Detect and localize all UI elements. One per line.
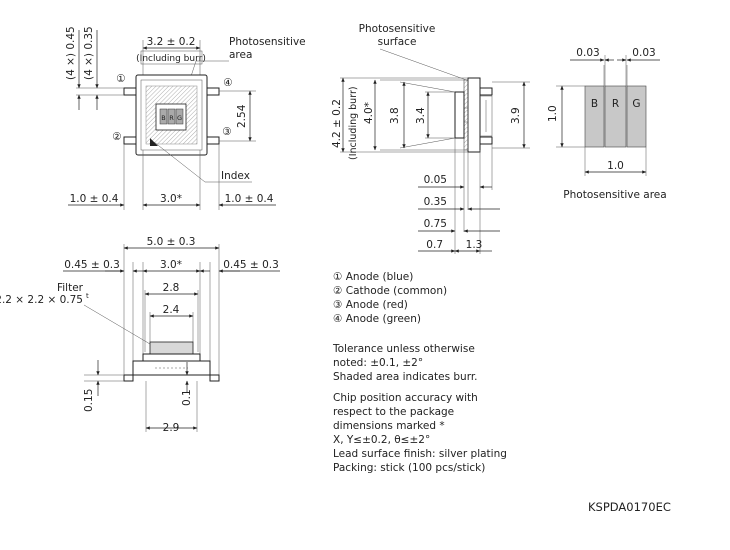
top-width-note: (Including burr) <box>136 54 206 64</box>
side-total-dim: 4.2 ± 0.2 <box>331 99 343 148</box>
area-gap-right: 0.03 <box>632 47 655 59</box>
legend-pin-3: ③ Anode (red) <box>333 299 408 311</box>
packing-note: Packing: stick (100 pcs/stick) <box>333 462 486 474</box>
front-lead-thickness-dim: 0.15 <box>83 389 95 412</box>
area-caption: Photosensitive area <box>563 189 666 201</box>
pin-legend: ① Anode (blue) ② Cathode (common) ③ Anod… <box>333 270 447 326</box>
side-surface-label-2: surface <box>378 36 417 48</box>
area-view: 0.03 0.03 B R G 1.0 1.0 Photosensitive a… <box>547 47 667 201</box>
side-total-note: (Including burr) <box>348 86 359 160</box>
chip-line-1: Chip position accuracy with <box>333 392 478 404</box>
pin-3-label: ③ <box>222 126 231 138</box>
front-filter-width-dim: 2.4 <box>163 304 180 316</box>
filter-size-mark: t <box>86 292 89 300</box>
top-lead-dim-b: (4 ×) 0.35 <box>83 26 95 80</box>
tolerance-line-1: Tolerance unless otherwise <box>333 343 475 355</box>
pin-4-label: ④ <box>223 77 232 89</box>
legend-pin-2: ② Cathode (common) <box>333 285 448 297</box>
top-body-dim: 3.0* <box>160 193 182 205</box>
top-area-label-1: Photosensitive <box>229 36 306 48</box>
top-width-dim: 3.2 ± 0.2 <box>147 36 196 48</box>
finish-note: Lead surface finish: silver plating <box>333 448 507 460</box>
area-cell-b: B <box>591 98 598 110</box>
top-chip-r: R <box>169 114 174 122</box>
side-dim-b: 3.8 <box>389 107 401 124</box>
top-chip-b: B <box>161 114 165 122</box>
front-standoff-dim: 0.1 <box>181 389 193 406</box>
front-body-dim: 3.0* <box>160 259 182 271</box>
chip-line-4: X, Y≤±0.2, θ≤±2° <box>333 434 431 446</box>
top-lead-right-dim: 1.0 ± 0.4 <box>225 193 274 205</box>
pin-1-label: ① <box>116 73 125 85</box>
area-cell-r: R <box>612 98 619 110</box>
area-height-dim: 1.0 <box>547 105 559 122</box>
side-surface-label-1: Photosensitive <box>359 23 436 35</box>
front-view: 5.0 ± 0.3 0.45 ± 0.3 3.0* 0.45 ± 0.3 2.8… <box>0 236 280 434</box>
filter-label: Filter <box>57 282 84 294</box>
front-bottom-dim: 2.9 <box>163 422 180 434</box>
side-dim-i: 1.3 <box>466 239 483 251</box>
side-dim-g: 0.75 <box>424 218 447 230</box>
tolerance-line-2: noted: ±0.1, ±2° <box>333 357 424 369</box>
side-dim-d: 3.9 <box>510 107 522 124</box>
area-gap-left: 0.03 <box>576 47 599 59</box>
side-dim-c: 3.4 <box>415 107 427 124</box>
legend-pin-1: ① Anode (blue) <box>333 271 414 283</box>
chip-line-3: dimensions marked * <box>333 420 445 432</box>
top-lead-dim-a: (4 ×) 0.45 <box>65 26 77 80</box>
chip-line-2: respect to the package <box>333 406 455 418</box>
top-chip-g: G <box>177 114 182 122</box>
tolerance-note: Tolerance unless otherwise noted: ±0.1, … <box>333 342 478 384</box>
top-lead-left-dim: 1.0 ± 0.4 <box>70 193 119 205</box>
front-total-dim: 5.0 ± 0.3 <box>147 236 196 248</box>
side-dim-e: 0.05 <box>424 174 447 186</box>
legend-pin-4: ④ Anode (green) <box>333 313 421 325</box>
index-label: Index <box>221 170 250 182</box>
chip-accuracy-note: Chip position accuracy with respect to t… <box>333 391 507 475</box>
area-width-dim: 1.0 <box>607 160 624 172</box>
front-lead-left-dim: 0.45 ± 0.3 <box>64 259 120 271</box>
tolerance-line-3: Shaded area indicates burr. <box>333 371 478 383</box>
front-lead-right-dim: 0.45 ± 0.3 <box>223 259 279 271</box>
top-view: 3.2 ± 0.2 (Including burr) Photosensitiv… <box>65 26 306 210</box>
side-dim-f: 0.35 <box>424 196 447 208</box>
side-dim-h: 0.7 <box>426 239 443 251</box>
filter-size: 2.2 × 2.2 × 0.75 <box>0 294 83 306</box>
area-cell-g: G <box>632 98 640 110</box>
front-inner-dim: 2.8 <box>163 282 180 294</box>
drawing-code: KSPDA0170EC <box>588 500 671 514</box>
side-view: Photosensitive surface 4.2 ± 0.2 (Includ <box>331 23 530 254</box>
pin-2-label: ② <box>112 131 121 143</box>
top-pitch-dim: 2.54 <box>236 104 248 128</box>
top-area-label-2: area <box>229 49 252 61</box>
side-dim-a: 4.0* <box>363 102 375 124</box>
